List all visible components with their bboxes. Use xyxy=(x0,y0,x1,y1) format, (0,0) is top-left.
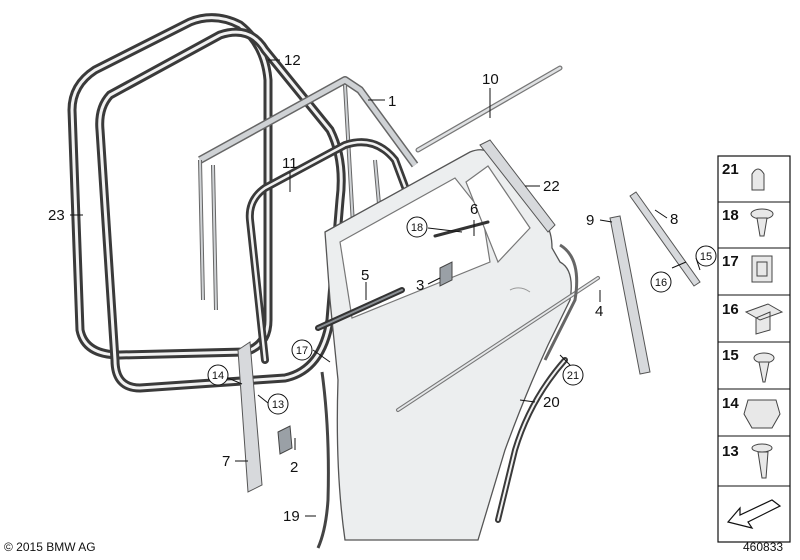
copyright-notice: © 2015 BMW AG xyxy=(4,540,96,554)
callout-14-label: 14 xyxy=(212,370,224,382)
legend-item-label: 14 xyxy=(722,395,739,412)
callout-13-label: 13 xyxy=(272,399,284,411)
callout-13: 13 xyxy=(267,393,289,415)
legend-item-label: 16 xyxy=(722,301,739,318)
callout-17-label: 17 xyxy=(296,345,308,357)
callout-16-label: 16 xyxy=(655,277,667,289)
legend-item-label: 13 xyxy=(722,443,739,460)
callout-10: 10 xyxy=(482,71,499,88)
legend-item-label: 15 xyxy=(722,347,739,364)
callout-15: 15 xyxy=(695,245,717,267)
callout-22: 22 xyxy=(543,178,560,195)
callout-7: 7 xyxy=(222,453,230,470)
callout-18-label: 18 xyxy=(411,222,423,234)
callout-21: 21 xyxy=(562,364,584,386)
arrow-symbol-icon xyxy=(726,499,782,529)
callout-14: 14 xyxy=(207,364,229,386)
pillar-cover-8 xyxy=(629,191,701,287)
door-rail-4 xyxy=(543,243,579,361)
callout-20: 20 xyxy=(543,394,560,411)
callout-6: 6 xyxy=(470,201,478,218)
callout-16: 16 xyxy=(650,271,672,293)
outer-window-strip-6 xyxy=(433,220,490,238)
callout-9: 9 xyxy=(586,212,594,229)
inner-window-strip-5-highlight xyxy=(317,289,403,329)
legend-item-label: 17 xyxy=(722,253,739,270)
roof-strip-10 xyxy=(415,65,563,153)
callout-15-label: 15 xyxy=(700,251,712,263)
pillar-trim-22 xyxy=(479,139,556,233)
window-frame-1 xyxy=(198,76,419,311)
clip-part-icon xyxy=(751,168,765,191)
callout-3: 3 xyxy=(416,277,424,294)
callout-8: 8 xyxy=(670,211,678,228)
bracket-3 xyxy=(439,261,453,287)
callout-19: 19 xyxy=(283,508,300,525)
callout-2: 2 xyxy=(290,459,298,476)
rear-door-panel xyxy=(324,149,600,541)
callout-11: 11 xyxy=(282,155,298,172)
parts-legend: 21 18 17 16 15 14 13 xyxy=(717,155,791,543)
legend-item-label: 18 xyxy=(722,207,739,224)
drawing-number: 460833 xyxy=(743,540,784,554)
bracket-2 xyxy=(277,425,293,455)
callout-4: 4 xyxy=(595,303,603,320)
callout-21-label: 21 xyxy=(567,370,579,382)
callout-18: 18 xyxy=(406,216,428,238)
lower-seal-20-highlight xyxy=(497,359,566,521)
callout-23: 23 xyxy=(48,207,65,224)
legend-item-label: 21 xyxy=(722,161,739,178)
callout-5: 5 xyxy=(361,267,369,284)
expanding-rivet-icon xyxy=(750,208,774,237)
callout-1: 1 xyxy=(388,93,396,110)
clip-nut-icon xyxy=(744,303,784,335)
callout-12: 12 xyxy=(284,52,301,69)
edge-seal-19 xyxy=(316,371,330,549)
seal-12-door-frame xyxy=(95,27,346,393)
window-channel-seal-11 xyxy=(245,138,414,364)
pillar-trim-7 xyxy=(237,341,263,493)
sheet-nut-icon xyxy=(751,255,773,283)
pillar-trim-9 xyxy=(609,215,651,375)
screw-icon xyxy=(753,352,775,383)
leader-lines xyxy=(70,59,701,517)
tapping-screw-icon xyxy=(751,443,773,479)
grommet-icon xyxy=(743,399,781,429)
callout-17: 17 xyxy=(291,339,313,361)
